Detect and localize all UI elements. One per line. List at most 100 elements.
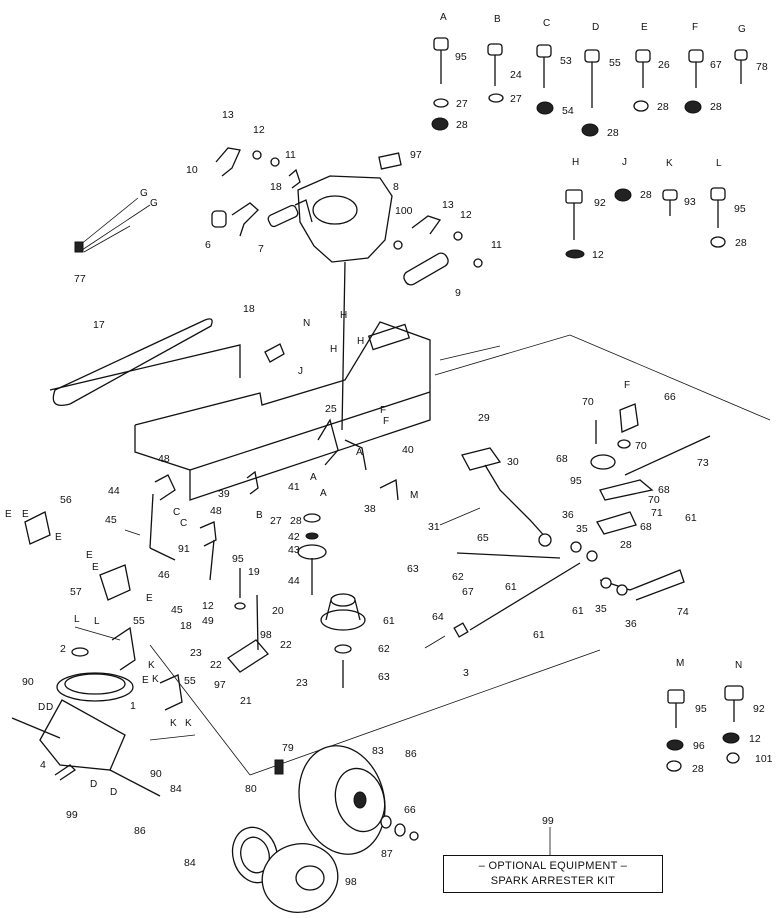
bolt-head (734, 49, 748, 61)
washer (617, 439, 631, 449)
bracket-37 (246, 470, 259, 495)
spacer (305, 532, 319, 540)
callout-32: 35 (576, 523, 588, 535)
muffler-pipe (267, 204, 299, 228)
callout-57-c: 61 (685, 512, 697, 524)
left-letter-c-2: C (180, 518, 187, 529)
engine-body (297, 175, 393, 263)
pulley-edge (354, 599, 361, 621)
callout-57: 61 (505, 581, 517, 593)
wire (79, 197, 139, 246)
bracket-54 (111, 626, 136, 671)
kit-line-1: – OPTIONAL EQUIPMENT – (478, 860, 628, 872)
callout-29: 29 (478, 412, 490, 424)
callout-86: 90 (22, 676, 34, 688)
callout-88-n: 92 (753, 703, 765, 715)
col-j-letter: J (622, 157, 627, 168)
callout-51: 53 (560, 55, 572, 67)
callout-27: 27 (456, 98, 468, 110)
wire-letter-g-2: G (150, 198, 158, 209)
decal (378, 152, 402, 170)
rod-47 (149, 493, 154, 549)
callout-40: 43 (288, 544, 300, 556)
callout-33: 36 (562, 509, 574, 521)
callout-60: 63 (407, 563, 419, 575)
letter-e-3: E (55, 532, 62, 543)
letter-e: E (5, 509, 12, 520)
col-a-letter: A (440, 12, 447, 23)
bolt-head (662, 189, 678, 201)
transaxle: L L 55 K K E 18 2 1 90 4 D D D D 55 K K … (11, 614, 196, 837)
callout-26: 26 (658, 59, 670, 71)
callout-90: 95 (455, 51, 467, 63)
nut (684, 100, 702, 114)
callout-67: 68 (556, 453, 568, 465)
bracket-54-b (159, 674, 183, 711)
callout-93: 96 (693, 740, 705, 752)
frame-leader (434, 334, 771, 421)
letter-k-2: K (152, 674, 159, 685)
leader (74, 626, 121, 641)
callout-83: 86 (405, 748, 417, 760)
callout-64: 67 (462, 586, 474, 598)
cable-guide (403, 252, 449, 286)
frame-leader (149, 734, 196, 741)
callout-53: 55 (609, 57, 621, 69)
leader (424, 635, 446, 649)
callout-78: 79 (282, 742, 294, 754)
nut (473, 258, 483, 268)
frame-slot (367, 323, 411, 351)
letter-k: K (148, 660, 155, 671)
callout-77: 78 (756, 61, 768, 73)
optional-equipment-box: – OPTIONAL EQUIPMENT – SPARK ARRESTER KI… (443, 855, 663, 893)
frame-letter-h-3: H (357, 336, 364, 347)
callout-61: 64 (432, 611, 444, 623)
frame: 17 18 N H H H J F F (49, 303, 771, 776)
callout-28: 28 (456, 119, 468, 131)
leader (439, 507, 481, 526)
letter-f-r: F (624, 380, 630, 391)
letter-d: D (38, 702, 45, 713)
brake-arm (227, 639, 269, 673)
callout-19: 19 (248, 566, 260, 578)
washer (433, 98, 449, 108)
rod-47 (149, 547, 176, 561)
callout-8: 8 (393, 181, 399, 193)
wheel-81-groove (240, 836, 270, 874)
frame-leader (249, 649, 601, 776)
callout-86-b: 90 (150, 768, 162, 780)
col-k-letter: K (666, 158, 673, 169)
bracket-55 (24, 511, 51, 545)
nut (581, 123, 599, 137)
callout-47: 46 (158, 569, 170, 581)
elbow (231, 202, 259, 237)
callout-13-r: 13 (442, 199, 454, 211)
callout-65: 66 (664, 391, 676, 403)
callout-9: 9 (455, 287, 461, 299)
callout-43: 62 (378, 643, 390, 655)
callout-42: 61 (383, 615, 395, 627)
callout-72: 71 (651, 507, 663, 519)
frame-leader (149, 644, 251, 776)
valve (274, 759, 284, 775)
frame-top (134, 321, 431, 426)
callout-3: 3 (463, 667, 469, 679)
bumper (264, 343, 285, 363)
callout-23: 23 (190, 647, 202, 659)
callout-69: 68 (640, 521, 652, 533)
bushing (586, 550, 598, 562)
callout-6: 6 (205, 239, 211, 251)
callout-57-b: 61 (572, 605, 584, 617)
callout-10: 10 (186, 164, 198, 176)
bracket-36 (379, 478, 399, 501)
callout-98: 99 (66, 809, 78, 821)
center-linkage: 25 A 40 41 A A 27 28 42 43 44 38 M 61 62… (190, 403, 418, 707)
col-c-letter: C (543, 18, 550, 29)
callout-48-b: 48 (210, 505, 222, 517)
callout-68: 68 (658, 484, 670, 496)
letter-d-3: D (90, 779, 97, 790)
callout-11-r: 11 (491, 239, 502, 251)
letter-k-3: K (170, 718, 177, 729)
callout-12-n: 12 (749, 733, 761, 745)
washer (71, 647, 89, 657)
